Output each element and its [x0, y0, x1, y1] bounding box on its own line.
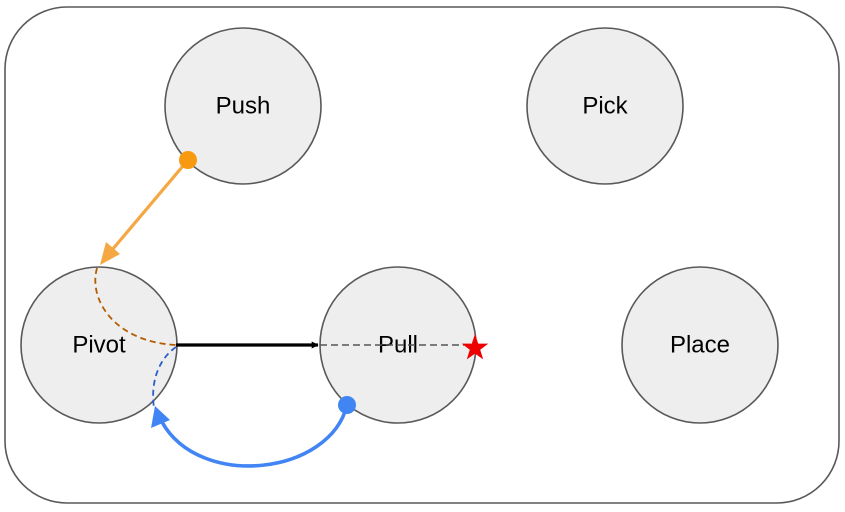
- node-pivot-label: Pivot: [72, 332, 126, 359]
- node-pivot[interactable]: Pivot: [20, 266, 178, 424]
- node-push-circle: [164, 27, 322, 185]
- node-place-label: Place: [670, 332, 730, 359]
- node-pick-circle: [526, 27, 684, 185]
- node-push-label: Push: [216, 93, 271, 120]
- pivot-blue-dashed-path: [152, 346, 177, 409]
- node-pick-label: Pick: [582, 93, 628, 120]
- pull-to-pivot-arrowhead: [151, 406, 170, 428]
- node-push[interactable]: Push: [164, 27, 322, 185]
- pull-to-pivot-arc: [160, 404, 349, 468]
- container-frame: [4, 6, 840, 504]
- node-pick[interactable]: Pick: [526, 27, 684, 185]
- goal-star-icon: [461, 334, 489, 360]
- push-start-dot-icon: [179, 151, 197, 169]
- pull-start-dot-icon: [338, 396, 356, 414]
- pivot-brown-dashed-path: [94, 267, 177, 346]
- push-to-pivot-arrow-line: [110, 158, 190, 252]
- push-to-pivot-arrowhead: [100, 242, 120, 265]
- node-place[interactable]: Place: [621, 266, 779, 424]
- node-place-circle: [621, 266, 779, 424]
